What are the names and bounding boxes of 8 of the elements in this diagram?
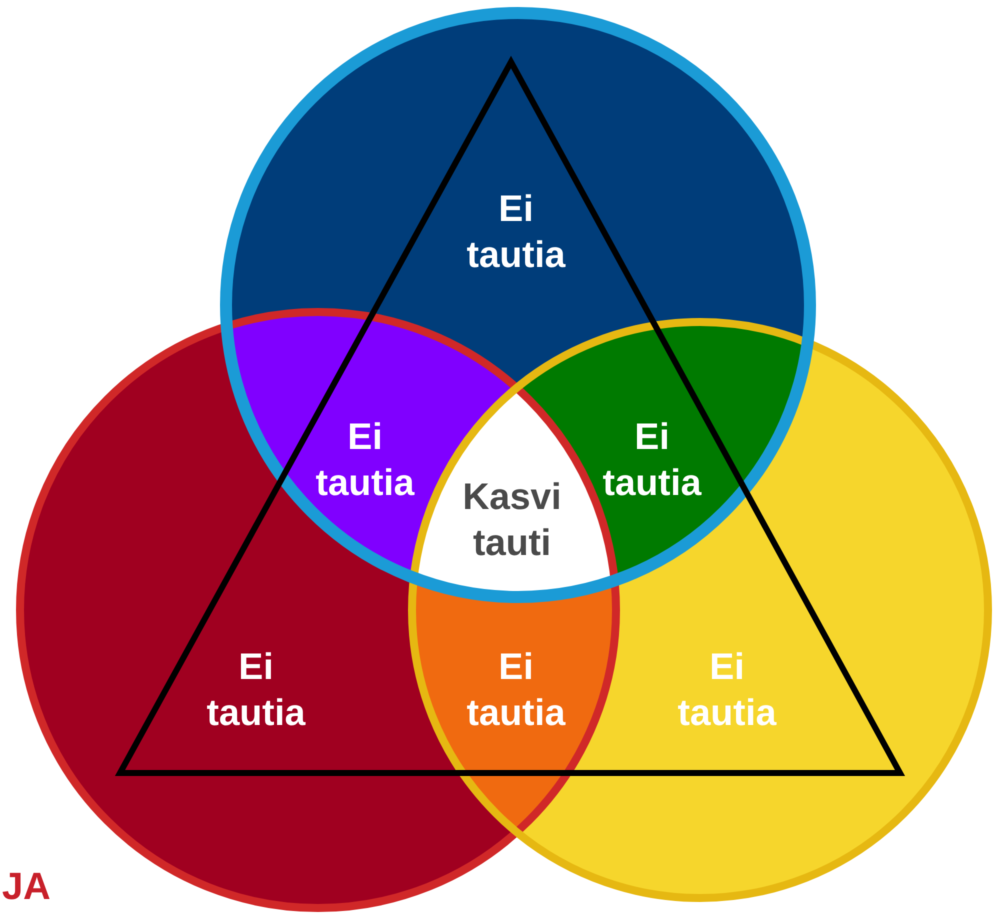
region-label: Kasvi tauti xyxy=(457,474,567,566)
region-label: Ei tautia xyxy=(191,644,321,736)
region-label: Ei tautia xyxy=(662,644,792,736)
region-label: Ei tautia xyxy=(305,414,425,506)
region-label: Ei tautia xyxy=(456,644,576,736)
region-label: Ei tautia xyxy=(451,186,581,278)
region-label: Ei tautia xyxy=(592,414,712,506)
note-text: JA xyxy=(2,866,51,909)
